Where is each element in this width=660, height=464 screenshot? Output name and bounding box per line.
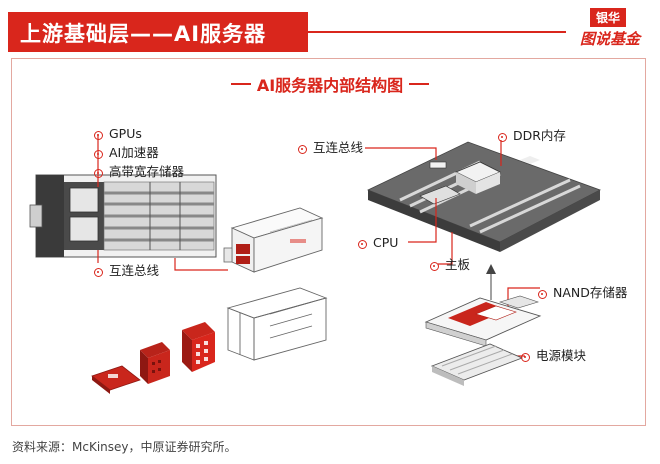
content-frame bbox=[11, 58, 646, 426]
server-chassis bbox=[223, 207, 324, 273]
marker-icon bbox=[538, 290, 547, 299]
nand-module bbox=[424, 295, 542, 347]
header-title-bar: 上游基础层——AI服务器 bbox=[8, 12, 308, 52]
logo-tag: 银华 bbox=[590, 8, 627, 27]
label-power: 电源模块 bbox=[521, 348, 586, 364]
marker-icon bbox=[94, 268, 103, 277]
marker-icon bbox=[94, 169, 103, 178]
title-dash-right bbox=[409, 83, 430, 85]
logo-text: 图说基金 bbox=[580, 30, 641, 48]
source-note: 资料来源：McKinsey，中原证券研究所。 bbox=[12, 440, 237, 454]
marker-icon bbox=[94, 150, 103, 159]
gpu-board bbox=[29, 174, 217, 258]
left-leader-lines bbox=[97, 134, 228, 271]
label-interconnect-right: 互连总线 bbox=[298, 140, 363, 156]
label-ai-accelerator: AI加速器 bbox=[94, 145, 159, 161]
diagram-title: AI服务器内部结构图 bbox=[0, 72, 660, 96]
marker-icon bbox=[521, 353, 530, 362]
server-frame-outline bbox=[226, 287, 328, 361]
label-hbm: 高带宽存储器 bbox=[94, 164, 184, 180]
header-rule bbox=[308, 31, 566, 33]
brand-logo: 银华 图说基金 bbox=[572, 6, 654, 54]
marker-icon bbox=[358, 240, 367, 249]
marker-icon bbox=[430, 262, 439, 271]
server-modules bbox=[91, 322, 215, 394]
flow-arrow bbox=[486, 264, 496, 300]
marker-icon bbox=[298, 145, 307, 154]
diagram-title-text: AI服务器内部结构图 bbox=[256, 76, 404, 95]
label-motherboard: 主板 bbox=[430, 257, 470, 273]
power-module bbox=[430, 343, 524, 386]
marker-icon bbox=[498, 133, 507, 142]
page-title: 上游基础层——AI服务器 bbox=[20, 22, 267, 46]
label-cpu: CPU bbox=[358, 235, 398, 251]
label-nand: NAND存储器 bbox=[538, 285, 627, 301]
marker-icon bbox=[94, 131, 103, 140]
title-dash-left bbox=[230, 83, 251, 85]
label-gpus: GPUs bbox=[94, 126, 142, 142]
motherboard bbox=[367, 141, 601, 252]
label-ddr: DDR内存 bbox=[498, 128, 566, 144]
label-interconnect-left: 互连总线 bbox=[94, 263, 159, 279]
